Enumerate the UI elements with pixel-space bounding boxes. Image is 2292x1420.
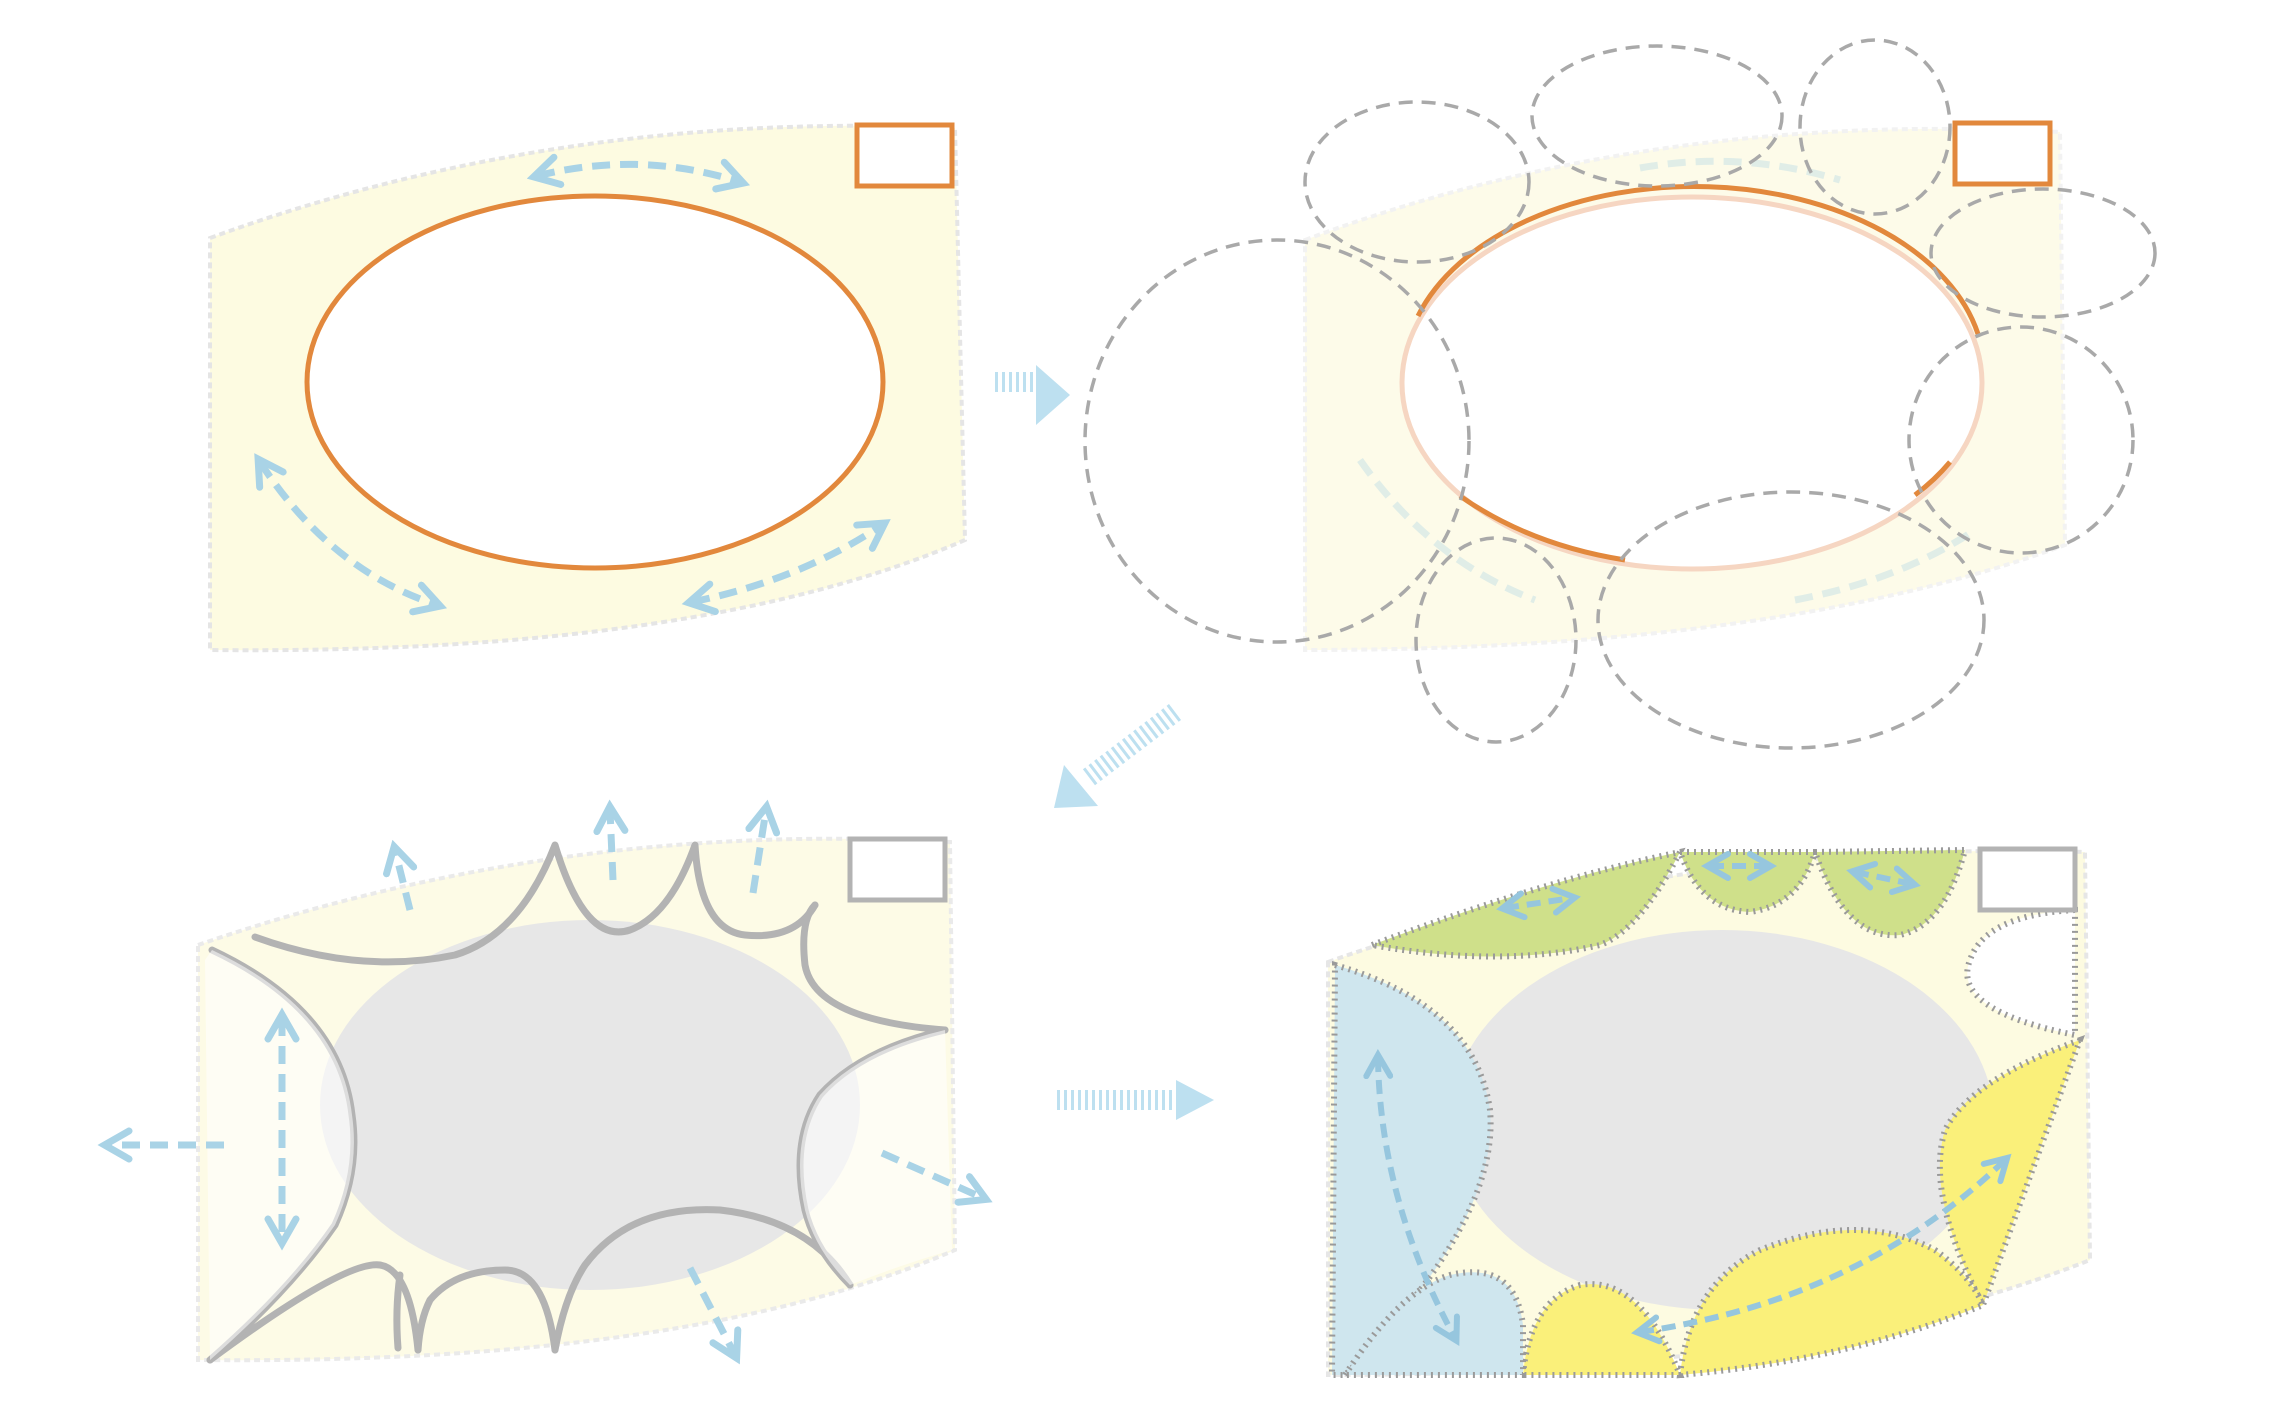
- corner-building: [1977, 846, 2078, 913]
- panel-4: [1326, 846, 2093, 1379]
- corner-building: [1952, 120, 2053, 187]
- corner-building: [854, 122, 955, 189]
- influence-circle: [1530, 44, 1784, 188]
- dashed-arrow-icon: [880, 1149, 993, 1206]
- central-void: [320, 920, 860, 1290]
- flow-arrow: [526, 153, 751, 193]
- central-void: [304, 193, 886, 571]
- dashed-arrow-icon: [383, 839, 418, 911]
- flow-arrow: [254, 453, 448, 616]
- void-edge-highlight: [1913, 460, 1952, 497]
- central-void-faded: [1399, 194, 1985, 572]
- zone-flow-arrows: [1363, 851, 2012, 1346]
- block-arrow-icon: [1057, 1080, 1214, 1120]
- dashed-double-arrow-icon: [1363, 1048, 1460, 1346]
- block-arrow-icon: [1054, 704, 1182, 808]
- open-zone: [1964, 906, 2078, 1039]
- dashed-arrow-icon: [745, 799, 781, 894]
- panel-1: [208, 122, 968, 653]
- block-arrow-icon: [995, 365, 1070, 425]
- void-edge-highlight: [1458, 493, 1626, 563]
- dashed-arrow-icon: [593, 799, 629, 881]
- influence-circle: [1798, 38, 1952, 216]
- influence-circle: [1929, 187, 2157, 319]
- transition-arrow-right: [1057, 1080, 1214, 1120]
- dashed-double-arrow-icon: [1846, 860, 1921, 896]
- dashed-double-arrow-icon: [1496, 885, 1581, 921]
- expansion-zone: [800, 1030, 952, 1285]
- corner-building: [847, 836, 948, 903]
- existing-flows-faded: [1357, 157, 1977, 604]
- influence-circle: [1596, 490, 1986, 750]
- influence-circle: [1414, 536, 1578, 744]
- panel-2: [1083, 38, 2157, 750]
- influence-circles: [1083, 38, 2157, 750]
- flow-arrow: [681, 519, 891, 616]
- influence-circle: [1083, 238, 1471, 644]
- panel-3: [97, 799, 993, 1365]
- influence-circle: [1303, 100, 1531, 264]
- influence-circle: [1907, 325, 2135, 555]
- transition-arrow-down-left: [1054, 704, 1182, 808]
- dashed-arrow-icon: [686, 1266, 742, 1365]
- dashed-double-arrow-icon: [1631, 1153, 2012, 1345]
- transition-arrow-right: [995, 365, 1070, 425]
- expansion-arrows: [97, 799, 993, 1365]
